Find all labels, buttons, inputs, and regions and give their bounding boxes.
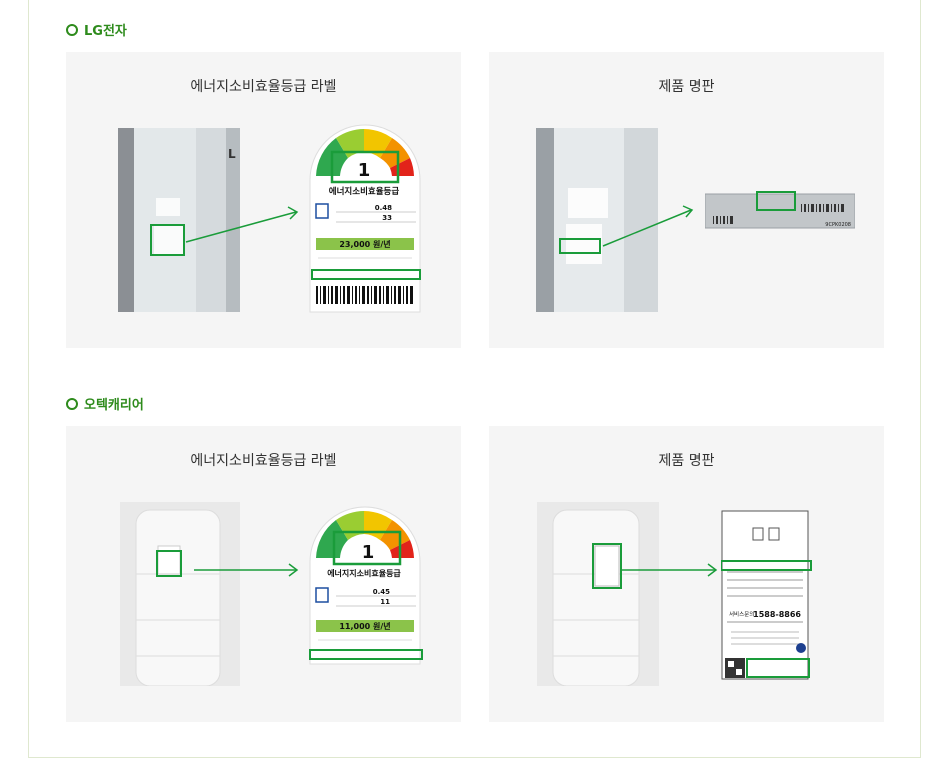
product-photo-lg-nameplate: [536, 128, 658, 312]
nameplate-code: 9CPK0208: [825, 222, 851, 228]
arrow-icon: [602, 205, 694, 247]
svg-text:L: L: [228, 147, 236, 161]
service-phone: 1588-8866: [753, 610, 801, 619]
panel-title: 제품 명판: [658, 79, 715, 95]
energy-label-card-lg: 1 에너지소비효율등급 0.48 33 23,000 원/년: [309, 124, 421, 313]
panel-carrier-nameplate: 제품 명판 서비스문의 1588-8866: [489, 426, 884, 722]
label-heading: 에너지소비효율등급: [329, 186, 400, 197]
service-label: 서비스문의: [729, 610, 754, 618]
label-cost: 23,000 원/년: [339, 239, 390, 249]
nameplate-sticker-lg: 9CPK0208: [705, 191, 855, 229]
arrow-icon: [621, 563, 718, 577]
label-value-2: 33: [382, 214, 392, 222]
label-grade: 1: [358, 160, 371, 181]
energy-label-card-carrier: 1 에너지지소비효율등급 0.45 11 11,000 원/년: [309, 506, 423, 665]
panel-title: 에너지소비효율등급 라벨: [190, 453, 337, 469]
label-heading: 에너지지소비효율등급: [327, 568, 401, 578]
panel-title: 에너지소비효율등급 라벨: [190, 79, 337, 95]
panel-lg-nameplate: 제품 명판 9CPK0208: [489, 52, 884, 348]
section-title-carrier: 오텍캐리어: [66, 394, 144, 413]
section-title-lg: LG전자: [66, 20, 127, 39]
circle-bullet-icon: [66, 397, 78, 410]
product-photo-lg: L: [118, 128, 240, 312]
nameplate-sticker-carrier: 서비스문의 1588-8866: [721, 510, 812, 680]
panel-lg-energy-label: 에너지소비효율등급 라벨 L 1 에너지소비효율등급 0.48 33 23,00…: [66, 52, 461, 348]
product-photo-carrier: [120, 502, 240, 686]
section-title-text: LG전자: [84, 24, 127, 39]
content-frame: [28, 0, 921, 758]
label-value-1: 0.48: [375, 204, 392, 212]
panel-carrier-energy-label: 에너지소비효율등급 라벨 1 에너지지소비효율등급 0.45 11 11,000…: [66, 426, 461, 722]
circle-bullet-icon: [66, 23, 78, 36]
section-title-text: 오텍캐리어: [84, 398, 144, 413]
panel-title: 제품 명판: [658, 453, 715, 469]
label-grade: 1: [362, 542, 375, 563]
label-value-2: 11: [380, 598, 390, 606]
product-photo-carrier-nameplate: [537, 502, 659, 686]
arrow-icon: [185, 206, 299, 243]
label-cost: 11,000 원/년: [339, 621, 390, 631]
arrow-icon: [194, 563, 299, 577]
label-value-1: 0.45: [373, 588, 390, 596]
